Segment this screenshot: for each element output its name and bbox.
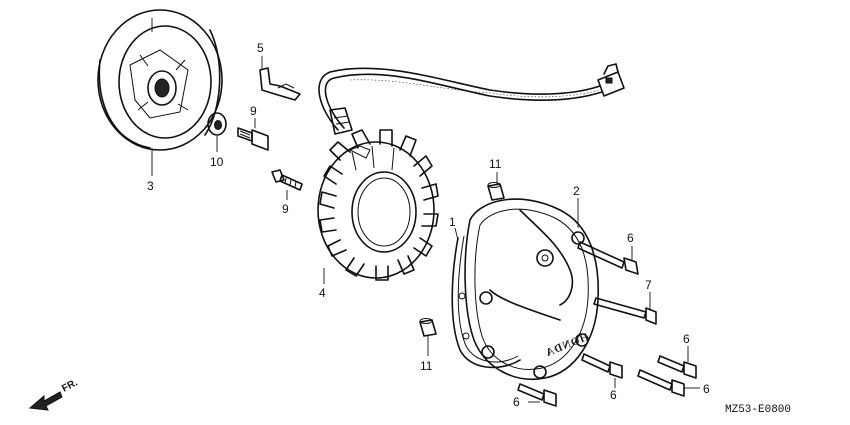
callout-8: 9 [250,104,257,118]
callout-11-lower: 11 [420,359,433,373]
callout-7: 7 [645,278,652,292]
front-direction-marker: FR. [28,377,80,411]
cover-bolt-e[interactable] [517,383,557,407]
front-direction-label: FR. [60,377,80,394]
washer[interactable] [207,112,227,136]
flywheel-bolt[interactable] [237,127,269,151]
stator-wire-harness[interactable] [318,67,603,135]
cover-bolt-a[interactable] [577,241,639,275]
callout-4: 4 [319,286,326,300]
cover-bolt-d[interactable] [637,369,685,397]
leader-lines [151,18,700,403]
callouts: 3 10 9 5 9 4 11 2 1 6 7 11 6 6 6 6 [147,41,710,409]
stator-bolt[interactable] [271,169,303,191]
callout-5: 5 [257,41,264,55]
callout-10: 10 [210,155,224,169]
callout-6-a: 6 [627,231,634,245]
cover-long-bolt[interactable] [593,297,657,325]
dowel-pin-upper[interactable] [487,182,505,201]
wire-connector[interactable] [597,63,625,97]
callout-3: 3 [147,179,154,193]
flywheel[interactable] [97,9,223,151]
cover-bolt-b[interactable] [581,353,623,379]
drawing-code: MZ53-E0800 [725,404,791,416]
callout-1: 1 [449,215,456,229]
front-arrow-icon [28,391,63,411]
callout-2: 2 [573,184,580,198]
callout-6-e: 6 [513,395,520,409]
callout-6-d: 6 [703,382,710,396]
callout-11-upper: 11 [489,157,502,171]
cover-bolt-c[interactable] [657,355,697,379]
callout-6-c: 6 [683,332,690,346]
callout-9: 9 [282,202,289,216]
cover-gasket[interactable] [451,235,521,369]
dowel-pin-lower[interactable] [419,318,437,337]
wire-clamp[interactable] [259,67,301,101]
callout-6-b: 6 [610,388,617,402]
stator[interactable] [317,129,439,281]
